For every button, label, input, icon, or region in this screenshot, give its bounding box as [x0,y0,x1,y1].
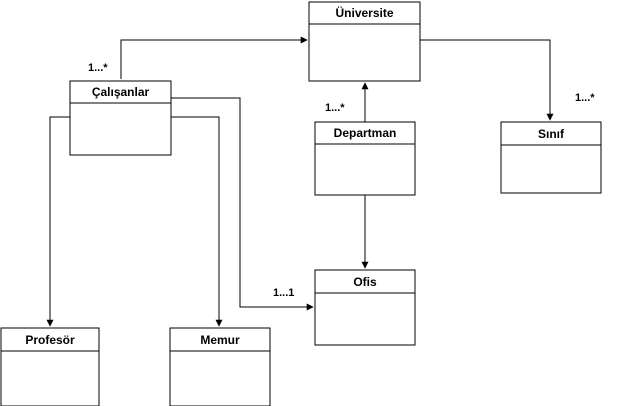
class-departman: Departman [314,121,416,196]
edge-calisanlar-profesor [46,116,70,327]
class-calisanlar: Çalışanlar [69,80,172,156]
class-sinif: Sınıf [500,121,602,194]
class-ofis: Ofis [314,269,416,346]
edge-universite-sinif [420,39,554,121]
class-universite-title: Üniversite [335,5,393,20]
class-sinif-title: Sınıf [538,127,565,141]
class-profesor-title: Profesör [25,333,75,347]
class-profesor: Profesör [0,327,100,406]
class-memur: Memur [169,327,271,406]
multiplicity-calisanlar-universite: 1...* [88,62,108,74]
class-universite: Üniversite [308,1,421,82]
multiplicity-calisanlar-ofis: 1...1 [273,287,294,299]
class-memur-title: Memur [200,333,240,347]
edge-calisanlar-universite [120,36,308,79]
multiplicity-universite-sinif: 1...* [575,92,595,104]
edge-calisanlar-ofis [171,97,314,311]
edge-calisanlar-memur [171,116,223,327]
class-ofis-title: Ofis [353,275,377,289]
class-departman-title: Departman [334,126,397,140]
class-calisanlar-title: Çalışanlar [92,85,150,99]
multiplicity-departman-universite: 1...* [325,102,345,114]
